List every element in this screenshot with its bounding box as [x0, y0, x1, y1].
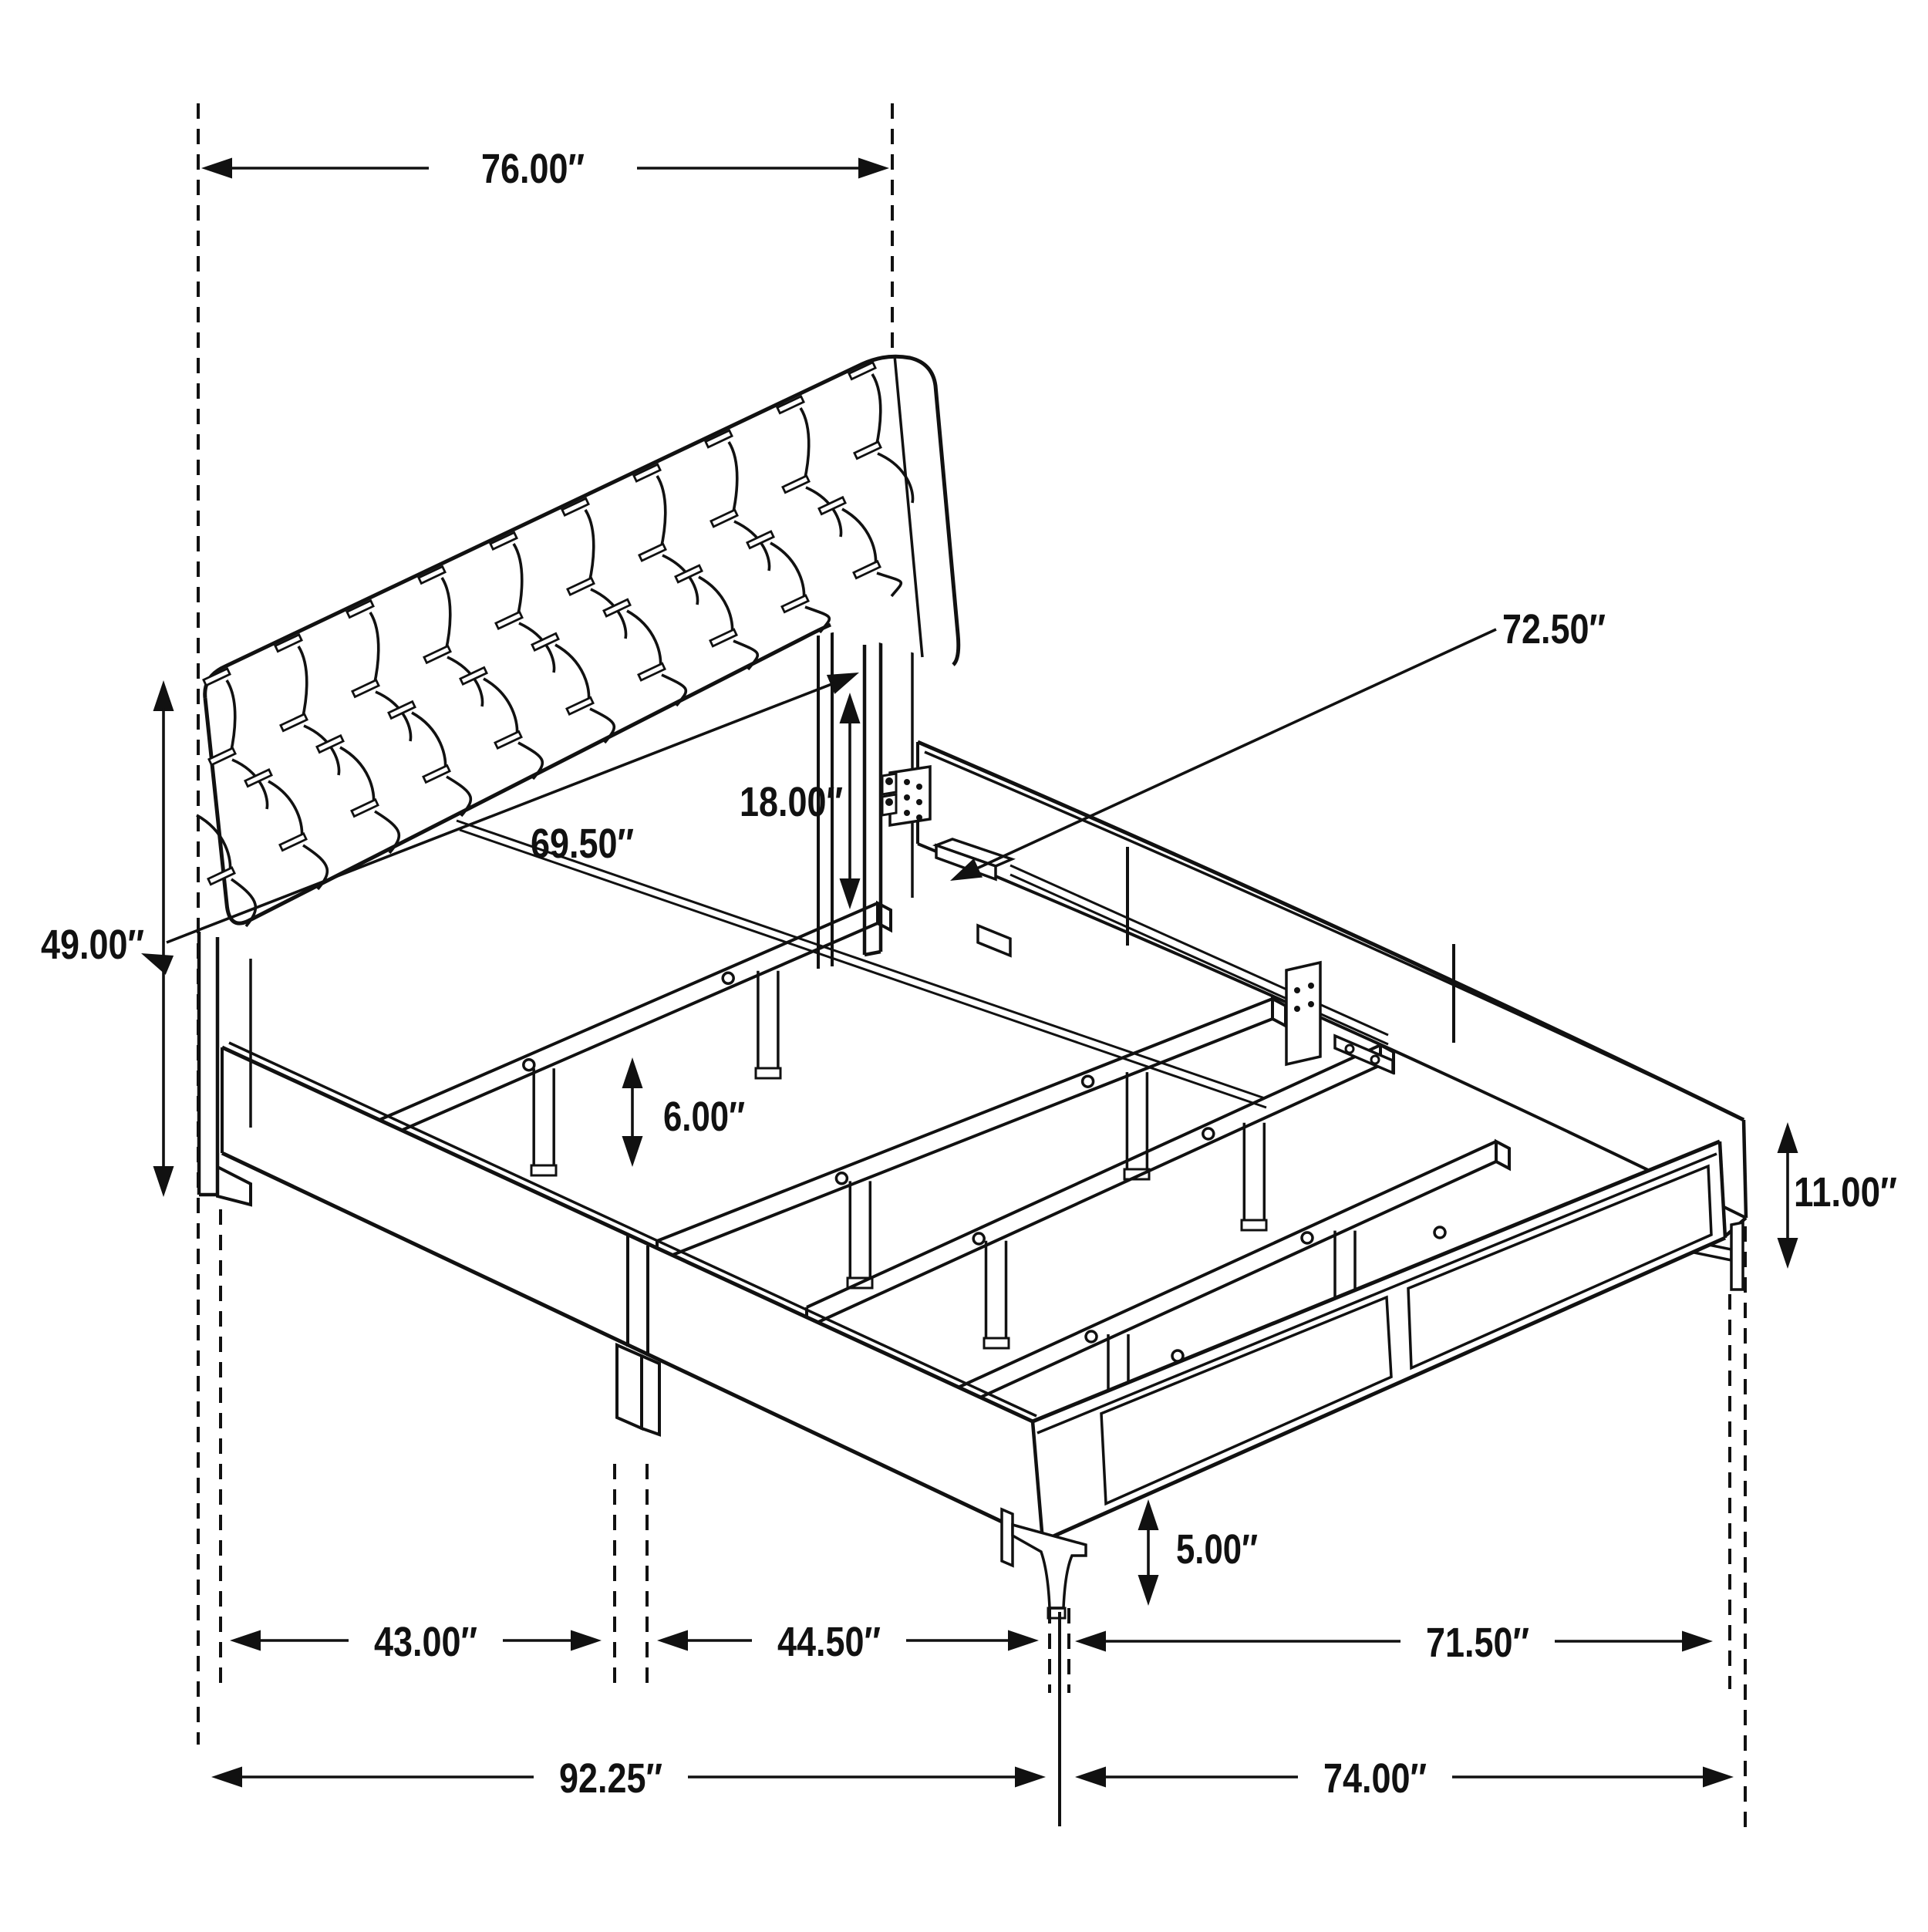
svg-text:69.50″: 69.50″	[531, 821, 634, 867]
svg-text:72.50″: 72.50″	[1502, 606, 1606, 652]
svg-text:49.00″: 49.00″	[41, 922, 144, 968]
svg-text:76.00″: 76.00″	[481, 146, 585, 192]
svg-text:5.00″: 5.00″	[1176, 1526, 1258, 1573]
svg-text:44.50″: 44.50″	[777, 1619, 881, 1665]
svg-text:71.50″: 71.50″	[1426, 1620, 1529, 1666]
svg-text:11.00″: 11.00″	[1794, 1169, 1897, 1216]
svg-text:74.00″: 74.00″	[1323, 1755, 1427, 1802]
svg-text:92.25″: 92.25″	[559, 1755, 662, 1802]
svg-text:18.00″: 18.00″	[740, 779, 843, 825]
svg-text:6.00″: 6.00″	[663, 1094, 745, 1140]
svg-text:43.00″: 43.00″	[374, 1619, 477, 1665]
